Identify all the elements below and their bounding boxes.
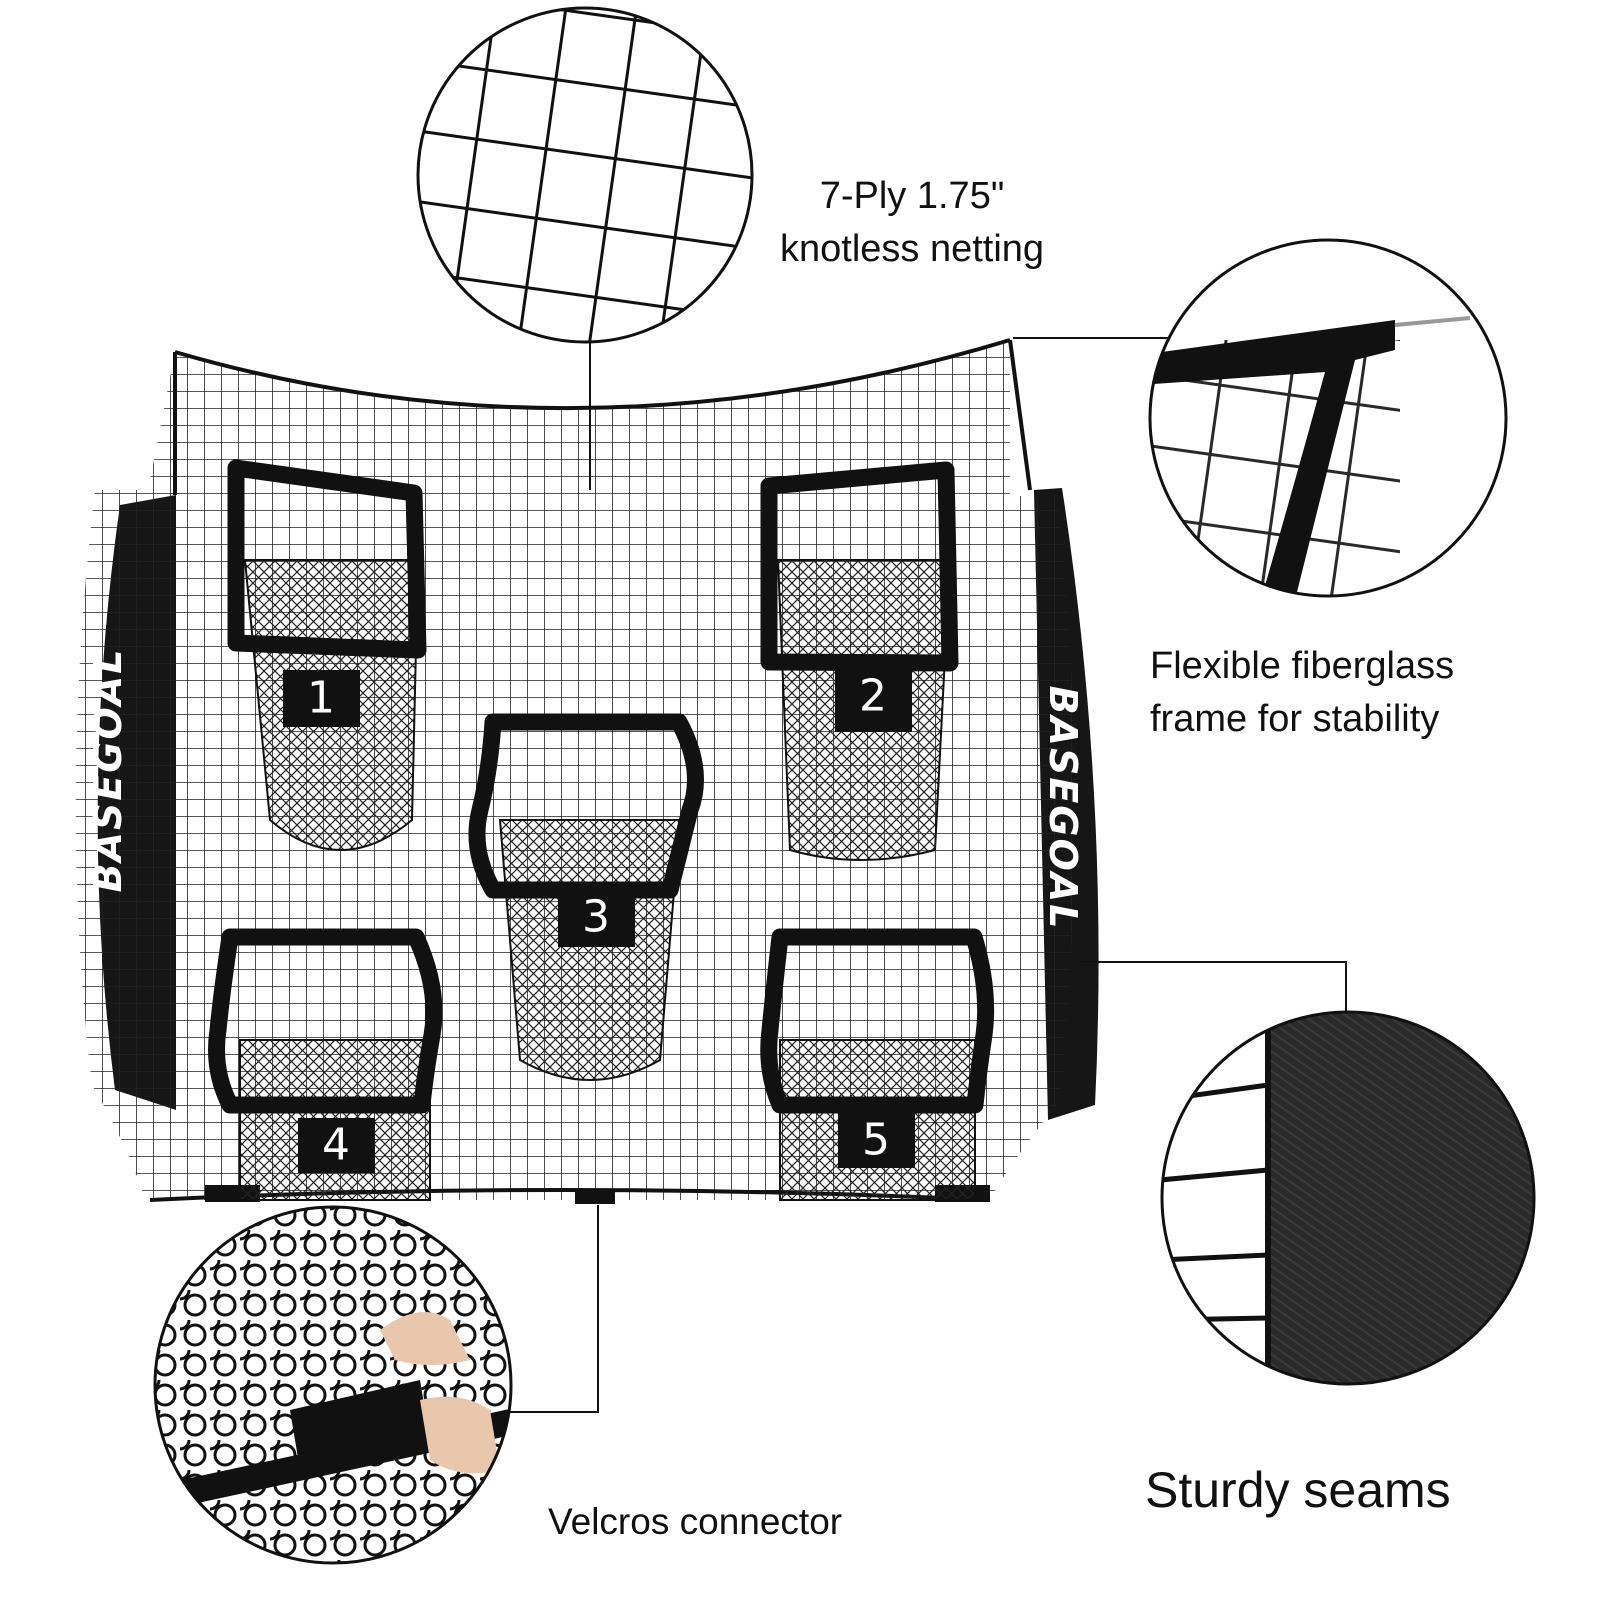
callout-frame-line1: Flexible fiberglass: [1150, 645, 1455, 687]
leader-lines: [480, 337, 1347, 1413]
detail-velcro: [153, 1205, 513, 1565]
detail-frame: [1148, 238, 1508, 598]
number-patches: [283, 660, 915, 1173]
detail-seams: [1160, 1010, 1536, 1386]
callout-frame: Flexible fiberglass frame for stability: [1150, 640, 1454, 746]
pocket-number-5: 5: [862, 1114, 890, 1166]
callout-netting-line1: 7-Ply 1.75": [819, 175, 1005, 217]
pocket-frames: [208, 459, 995, 1114]
pocket-number-2: 2: [859, 670, 887, 722]
brand-logo-left: BASEGOAL: [86, 647, 130, 893]
pocket-number-1: 1: [307, 672, 335, 724]
callout-velcro: Velcros connector: [548, 1501, 843, 1542]
callout-netting: 7-Ply 1.75" knotless netting: [780, 170, 1044, 276]
callout-frame-line2: frame for stability: [1150, 698, 1440, 740]
callout-seams: Sturdy seams: [1145, 1462, 1451, 1518]
pocket-number-3: 3: [582, 891, 610, 943]
callout-netting-line2: knotless netting: [780, 228, 1045, 270]
pocket-number-4: 4: [322, 1119, 350, 1171]
brand-logo-right: BASEGOAL: [1041, 685, 1085, 931]
detail-netting: [416, 6, 754, 344]
